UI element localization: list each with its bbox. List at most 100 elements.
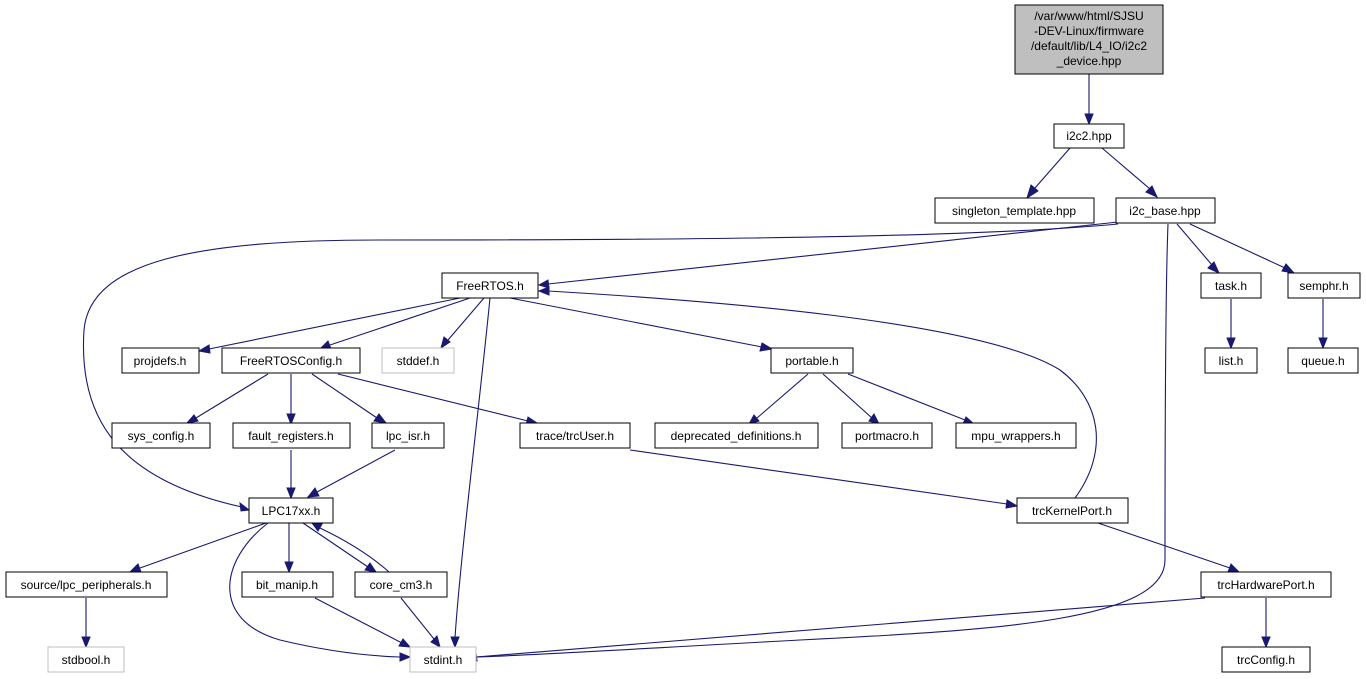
edge-i2cbase-lpc17xx-arrow [239,501,251,512]
edge-freertos-stddef [447,297,485,341]
node-projdefs-h[interactable]: projdefs.h [121,347,200,374]
edge-lpcisr-lpc17xx [316,449,396,493]
edge-trcuser-trckernelport-arrow [1005,499,1019,509]
node-singleton-template-hpp[interactable]: singleton_template.hpp [934,197,1095,224]
edge-lpc17xx-corecm3-arrow [364,562,378,573]
edge-task-list-arrow [1226,337,1236,350]
node-queue-h-label: queue.h [1301,354,1344,368]
edge-freertosconfig-sysconfig-arrow [185,414,199,424]
node-freertos-h[interactable]: FreeRTOS.h [441,272,539,299]
node-i2c-base-hpp-label: i2c_base.hpp [1129,204,1201,218]
node-core-cm3-h[interactable]: core_cm3.h [354,571,448,598]
edge-freertos-projdefs-arrow [197,344,211,354]
edge-bitmanip-stdint-arrow [398,638,412,648]
edge-i2cbase-freertos-arrow [537,279,550,289]
edge-corecm3-lpc17xx [319,527,390,573]
edge-i2cbase-lpc17xx [82,223,1119,508]
edge-semphr-queue-arrow [1318,337,1328,350]
node-trc-hardware-port-h[interactable]: trcHardwarePort.h [1200,571,1332,598]
edge-freertos-portable [509,297,763,348]
edge-freertos-stdint-arrow [450,636,460,649]
node-root-label-line1: /var/www/html/SJSU [1034,9,1143,23]
node-list-h[interactable]: list.h [1204,347,1258,374]
edge-i2cbase-freertos [547,221,1119,285]
edge-freertos-stddef-arrow [440,336,451,350]
edge-trckernelport-freertos [547,290,1097,499]
edge-freertos-freertosconfig [329,297,471,346]
edge-trckernelport-freertos-arrow [537,286,550,296]
edge-trchardwareport-trcconfig-arrow [1261,636,1271,649]
edge-freertos-stdint [454,297,491,639]
node-freertosconfig-h-label: FreeRTOSConfig.h [240,354,342,368]
edge-lpc17xx-lpcperipherals-arrow [128,563,142,573]
edge-i2cbase-task [1176,223,1213,266]
node-trc-config-h[interactable]: trcConfig.h [1221,646,1311,673]
edge-i2c2-i2cbase [1101,147,1151,190]
node-stdbool-h[interactable]: stdbool.h [47,646,125,673]
node-portmacro-h[interactable]: portmacro.h [841,422,933,449]
node-list-h-label: list.h [1219,354,1244,368]
node-lpc17xx-h-label: LPC17xx.h [262,504,321,518]
edge-bitmanip-stdint [314,597,403,644]
node-lpc-isr-h-label: lpc_isr.h [386,429,430,443]
edge-i2c2-singleton-arrow [1026,184,1039,200]
node-trc-user-h[interactable]: trace/trcUser.h [519,422,631,449]
edge-corecm3-stdint-arrow [430,635,441,649]
node-task-h-label: task.h [1215,279,1247,293]
node-root-label-line2: -DEV-Linux/firmware [1034,24,1144,38]
node-fault-registers-h[interactable]: fault_registers.h [232,422,351,449]
edge-freertos-projdefs [208,297,461,350]
node-i2c2-hpp-label: i2c2.hpp [1066,129,1112,143]
node-trc-kernel-port-h-label: trcKernelPort.h [1032,504,1112,518]
node-portable-h[interactable]: portable.h [770,347,854,374]
node-stdbool-h-label: stdbool.h [62,653,111,667]
edge-freertosconfig-lpcisr [311,373,378,419]
edge-i2cbase-task-arrow [1207,261,1221,275]
node-i2c-base-hpp[interactable]: i2c_base.hpp [1115,197,1216,224]
node-freertos-h-label: FreeRTOS.h [456,279,524,293]
node-bit-manip-h[interactable]: bit_manip.h [241,571,334,598]
node-projdefs-h-label: projdefs.h [134,354,187,368]
edge-fault-lpc17xx-arrow [286,487,296,500]
node-task-h[interactable]: task.h [1200,272,1262,299]
node-mpu-wrappers-h[interactable]: mpu_wrappers.h [955,422,1077,449]
node-lpc-peripherals-h[interactable]: source/lpc_peripherals.h [5,571,168,598]
edge-freertosconfig-trcuser [337,373,529,422]
node-stddef-h[interactable]: stddef.h [381,347,455,374]
node-root-label-line4: _device.hpp [1056,54,1122,68]
node-sys-config-h[interactable]: sys_config.h [111,422,211,449]
node-root[interactable]: /var/www/html/SJSU -DEV-Linux/firmware /… [1014,4,1164,75]
node-semphr-h[interactable]: semphr.h [1287,272,1361,299]
node-core-cm3-h-label: core_cm3.h [370,578,433,592]
edge-portable-deprecated [756,373,809,419]
edge-lpcisr-lpc17xx-arrow [306,487,320,498]
node-stddef-h-label: stddef.h [397,354,440,368]
edge-lpcperipherals-stdbool-arrow [81,636,91,649]
node-trc-kernel-port-h[interactable]: trcKernelPort.h [1016,497,1129,524]
edge-lpc17xx-stdint-arrow [399,652,412,662]
node-portmacro-h-label: portmacro.h [855,429,919,443]
node-root-label-line3: /default/lib/L4_IO/i2c2 [1031,39,1147,53]
node-i2c2-hpp[interactable]: i2c2.hpp [1053,123,1125,149]
edge-i2cbase-semphr [1189,223,1286,269]
edge-lpc17xx-bitmanip-arrow [284,561,294,574]
node-deprecated-definitions-h[interactable]: deprecated_definitions.h [654,422,819,449]
node-trc-hardware-port-h-label: trcHardwarePort.h [1217,578,1314,592]
node-lpc-peripherals-h-label: source/lpc_peripherals.h [21,578,152,592]
edge-root-i2c2-arrow [1084,113,1094,126]
edge-trcuser-trckernelport [629,449,1008,505]
node-lpc17xx-h[interactable]: LPC17xx.h [248,497,334,524]
node-queue-h[interactable]: queue.h [1287,347,1359,374]
node-lpc-isr-h[interactable]: lpc_isr.h [371,422,445,449]
node-stdint-h[interactable]: stdint.h [409,646,477,673]
edge-i2cbase-semphr-arrow [1281,263,1296,274]
edge-trchardwareport-stdint [475,597,1206,658]
edge-portable-portmacro [822,373,873,419]
node-freertosconfig-h[interactable]: FreeRTOSConfig.h [221,347,361,374]
node-bit-manip-h-label: bit_manip.h [256,578,318,592]
edge-lpc17xx-stdint [229,522,401,658]
edge-freertosconfig-fault-arrow [286,413,296,426]
edge-corecm3-stdint [400,597,435,640]
edge-trckernelport-trchardwareport-arrow [1227,563,1241,573]
